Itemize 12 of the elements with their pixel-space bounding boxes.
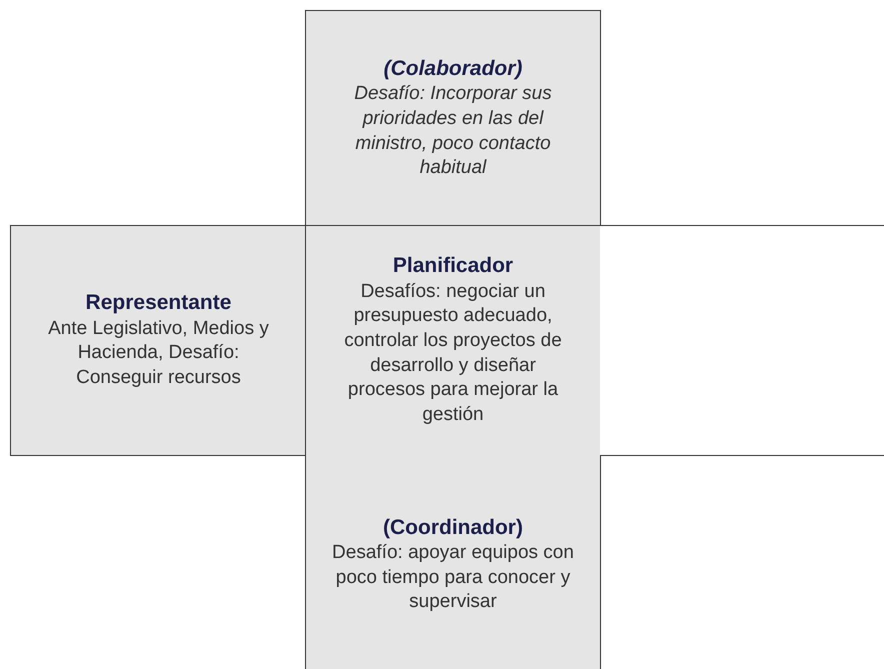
box-heading: Representante bbox=[86, 290, 232, 316]
box-heading: (Colaborador) bbox=[384, 56, 522, 82]
text-box bbox=[305, 225, 601, 456]
text-box bbox=[305, 10, 601, 226]
box-heading: (Coordinador) bbox=[383, 514, 523, 541]
box-description: Desafío: Incorporar sus prioridades en las del ministro, poco contacto habitual bbox=[353, 82, 553, 180]
text-box bbox=[10, 225, 306, 456]
text-box bbox=[305, 455, 601, 669]
box-description: Desafío: apoyar equipos con poco tiempo para conocer y supervisar bbox=[331, 541, 575, 614]
box-heading: Planificador bbox=[392, 253, 514, 280]
box-description: Ante Legislativo, Medios y Hacienda, Desafío: Conseguir recursos bbox=[47, 316, 270, 390]
box-description: Desafíos: negociar un presupuesto adecuado, controlar los proyectos de desarrollo y diseñar procesos para mejorar la gestión bbox=[343, 280, 563, 427]
